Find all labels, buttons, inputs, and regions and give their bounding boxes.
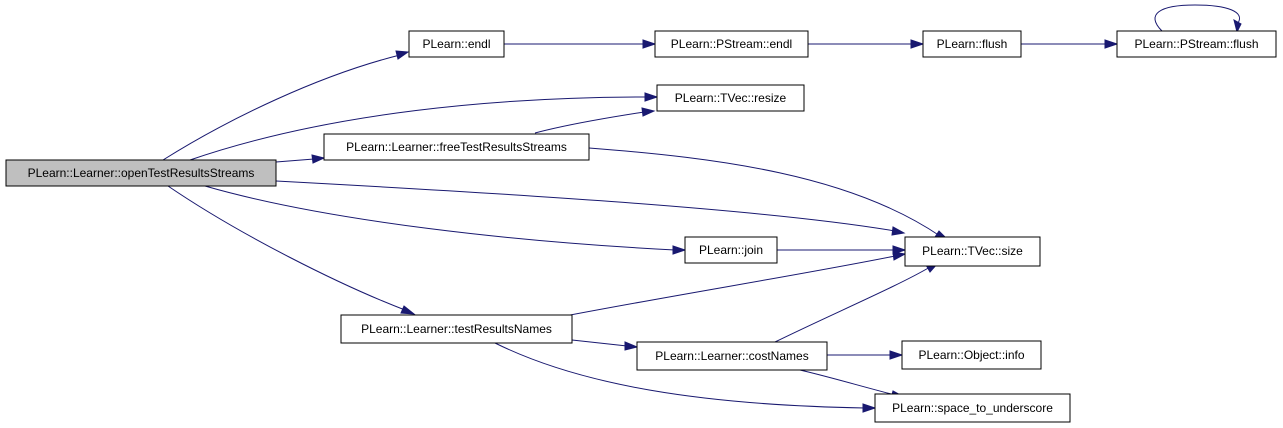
node-space-to-underscore[interactable]: PLearn::space_to_underscore <box>874 393 1071 423</box>
node-pstream-flush-label: PLearn::PStream::flush <box>1134 37 1258 51</box>
node-tvec-size-label: PLearn::TVec::size <box>922 244 1023 258</box>
node-pstream-endl[interactable]: PLearn::PStream::endl <box>654 30 809 58</box>
node-cost-names-label: PLearn::Learner::costNames <box>655 349 808 363</box>
node-endl[interactable]: PLearn::endl <box>408 30 505 58</box>
edge-open-to-endl <box>162 50 410 161</box>
edge-open-to-testresultsnames <box>167 185 416 315</box>
edge-endl-to-pstream-endl <box>504 39 657 49</box>
edge-free-to-size <box>588 147 950 241</box>
edge-flush-to-pstream-flush <box>1021 39 1119 49</box>
edge-open-to-join <box>204 185 687 255</box>
node-test-results-names[interactable]: PLearn::Learner::testResultsNames <box>340 314 573 344</box>
node-object-info[interactable]: PLearn::Object::info <box>901 340 1042 370</box>
node-join[interactable]: PLearn::join <box>684 236 778 264</box>
node-pstream-endl-label: PLearn::PStream::endl <box>671 37 792 51</box>
node-flush[interactable]: PLearn::flush <box>922 30 1022 58</box>
edge-pstream-flush-self-loop <box>1154 4 1242 34</box>
edge-costnames-to-size <box>774 262 940 343</box>
edge-open-to-resize <box>189 92 659 161</box>
edge-costnames-to-info <box>827 350 904 360</box>
node-pstream-flush[interactable]: PLearn::PStream::flush <box>1116 30 1277 58</box>
edge-testresultsnames-to-costnames <box>571 339 639 351</box>
call-nodes: PLearn::Learner::openTestResultsStreams … <box>5 30 1277 423</box>
node-endl-label: PLearn::endl <box>422 37 490 51</box>
node-open-label: PLearn::Learner::openTestResultsStreams <box>28 166 255 180</box>
call-edges <box>162 4 1242 413</box>
node-free-label: PLearn::Learner::freeTestResultsStreams <box>346 140 567 154</box>
node-test-results-names-label: PLearn::Learner::testResultsNames <box>361 322 552 336</box>
node-space-label: PLearn::space_to_underscore <box>892 401 1053 415</box>
edge-testresultsnames-to-space <box>494 342 877 413</box>
edge-pstream-endl-to-flush <box>808 39 925 49</box>
edge-testresultsnames-to-size <box>564 251 907 317</box>
node-tvec-resize[interactable]: PLearn::TVec::resize <box>656 84 805 112</box>
node-tvec-resize-label: PLearn::TVec::resize <box>675 91 787 105</box>
edge-free-to-resize <box>534 107 656 134</box>
node-tvec-size[interactable]: PLearn::TVec::size <box>904 236 1041 267</box>
node-open-test-results-streams[interactable]: PLearn::Learner::openTestResultsStreams <box>5 159 277 187</box>
node-flush-label: PLearn::flush <box>937 37 1008 51</box>
node-open-bg <box>5 159 277 187</box>
node-cost-names[interactable]: PLearn::Learner::costNames <box>636 341 828 371</box>
node-join-label: PLearn::join <box>699 243 763 257</box>
node-object-info-label: PLearn::Object::info <box>918 348 1024 362</box>
edge-open-to-free <box>275 154 326 164</box>
edge-join-to-size <box>777 245 907 255</box>
edge-open-to-size <box>275 180 906 236</box>
node-free-test-results-streams[interactable]: PLearn::Learner::freeTestResultsStreams <box>323 133 590 161</box>
